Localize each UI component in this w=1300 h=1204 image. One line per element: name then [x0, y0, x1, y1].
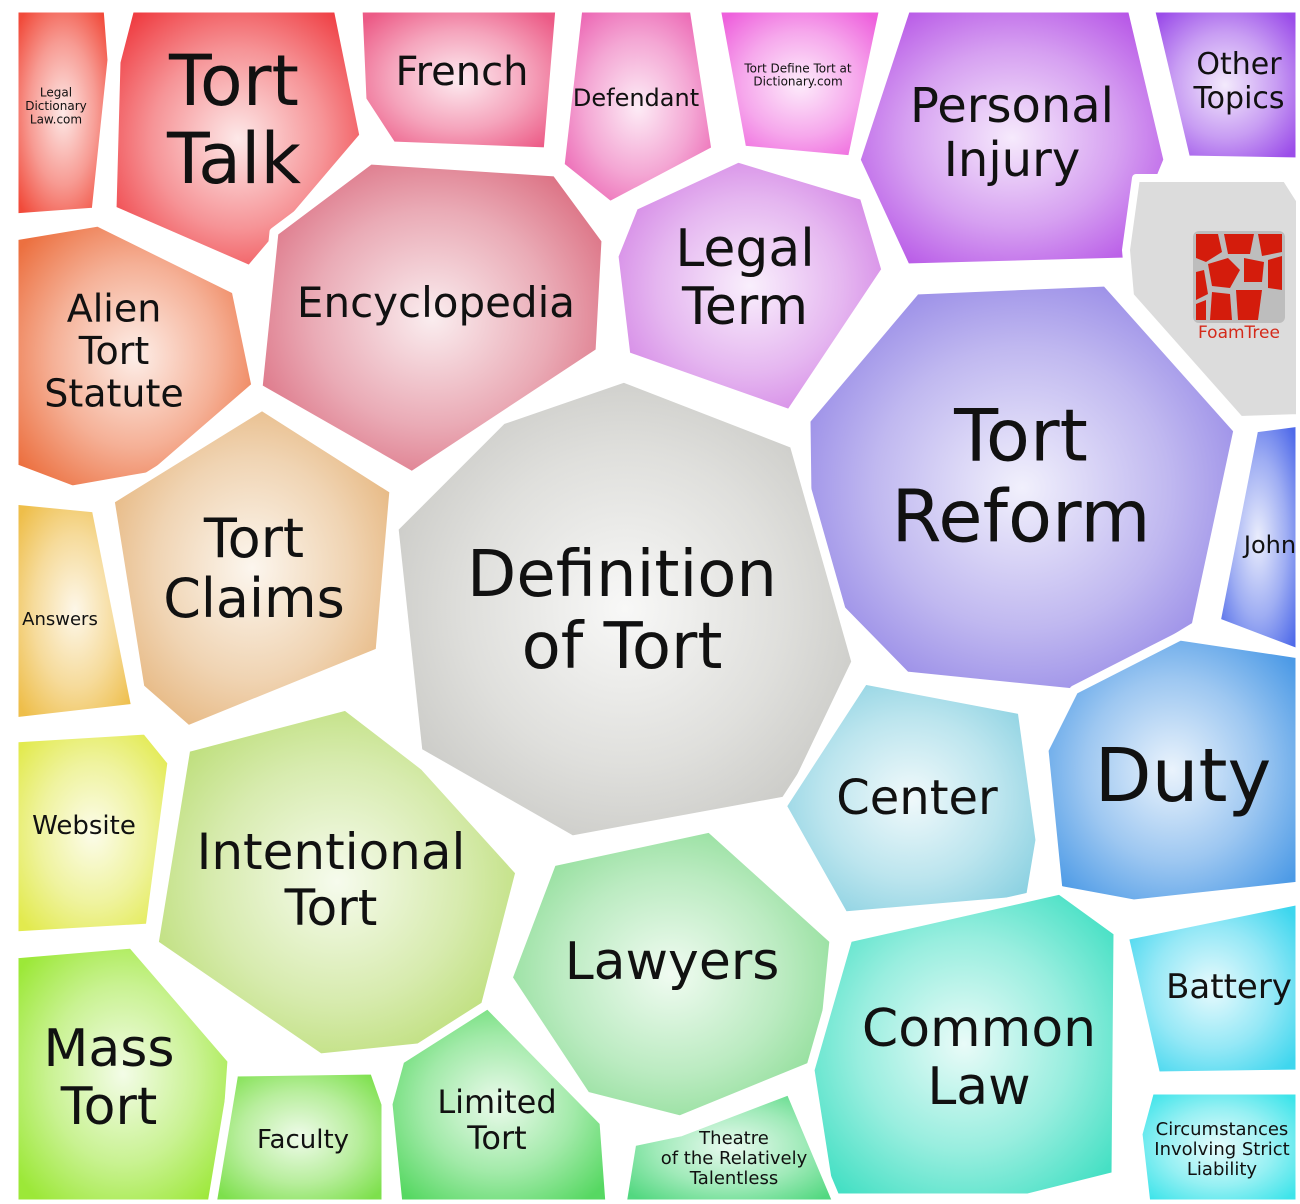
topic-cell-shape[interactable] — [9, 725, 177, 941]
topic-cell-shape[interactable] — [389, 373, 861, 845]
topic-cell-shape[interactable] — [805, 885, 1123, 1203]
foamtree-logo: FoamTree — [1122, 174, 1300, 424]
topic-cell-shape[interactable] — [1133, 1085, 1300, 1204]
topic-cell-website[interactable]: Website — [9, 725, 177, 941]
topic-cell-shape[interactable] — [609, 153, 891, 419]
foamtree-logo-text: FoamTree — [1198, 323, 1280, 343]
topic-cell-faculty[interactable]: Faculty — [207, 1065, 391, 1204]
topic-cell-shape[interactable] — [9, 939, 237, 1204]
topic-cell-shape[interactable] — [383, 999, 615, 1204]
topic-cell-shape[interactable] — [9, 495, 141, 727]
topic-cell-shape[interactable] — [1145, 3, 1300, 167]
topic-cell-shape[interactable] — [1119, 895, 1300, 1081]
topic-cell-shape[interactable] — [353, 3, 565, 157]
topic-cell-battery[interactable]: Battery — [1119, 895, 1300, 1081]
topic-cell-shape[interactable] — [9, 3, 117, 223]
topic-cell-shape[interactable] — [207, 1065, 391, 1204]
topic-cell-shape[interactable] — [9, 217, 261, 495]
topic-cell-shape[interactable] — [617, 1085, 843, 1204]
topic-cell-shape[interactable] — [253, 155, 611, 481]
topic-cell-shape[interactable] — [149, 701, 525, 1063]
topic-cell-shape[interactable] — [851, 3, 1173, 273]
topic-cell-shape[interactable] — [1039, 631, 1300, 909]
topic-cell-shape[interactable] — [503, 823, 839, 1125]
topic-cell-shape[interactable] — [555, 3, 721, 211]
topic-cell-shape[interactable] — [105, 401, 399, 735]
topic-cell-french[interactable]: French — [353, 3, 565, 157]
topic-cell-shape[interactable] — [1211, 417, 1300, 659]
foamtree-logo-icon — [1193, 231, 1285, 323]
topic-cell-shape[interactable] — [107, 3, 369, 275]
